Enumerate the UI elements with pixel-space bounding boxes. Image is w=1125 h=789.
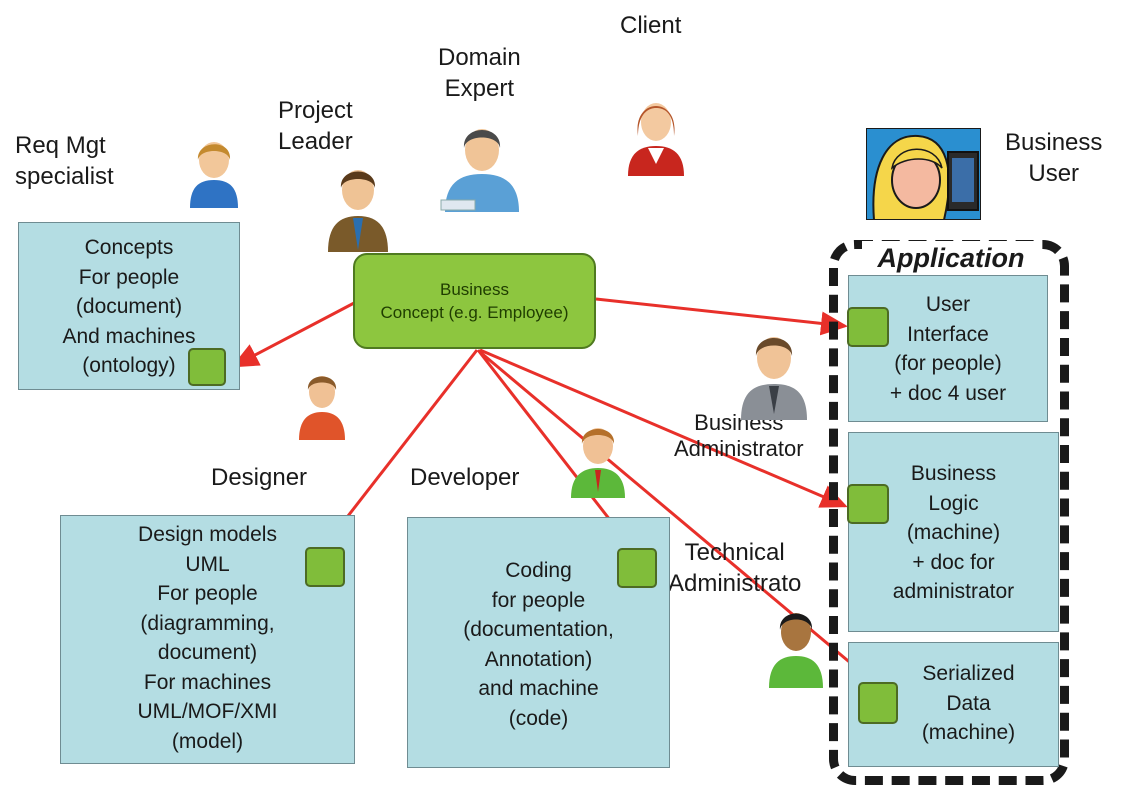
business-logic-port — [847, 484, 889, 524]
role-domain-expert: Domain Expert — [438, 44, 521, 102]
arrow-to-coding — [476, 349, 633, 550]
design-models-text: Design models UML For people (diagrammin… — [137, 523, 278, 753]
user-interface-text: User Interface (for people) + doc 4 user — [889, 293, 1007, 405]
arrow-to-ui — [595, 297, 848, 336]
user-interface-port — [847, 307, 889, 347]
developer-person-icon — [571, 428, 625, 498]
role-developer: Developer — [410, 464, 520, 491]
concepts-port — [188, 348, 226, 386]
role-req-mgt-specialist: Req Mgt specialist — [15, 132, 114, 190]
business-user-comic-icon — [866, 128, 981, 220]
design-port — [305, 547, 345, 587]
business-administrator-person-icon — [741, 337, 807, 420]
business-concept-text: Business Concept (e.g. Employee) — [380, 280, 569, 322]
domain-expert-person-icon — [440, 129, 519, 212]
role-business-administrator: Business Administrator — [674, 410, 804, 461]
designer-person-icon — [299, 376, 345, 440]
business-concept-node: Business Concept (e.g. Employee) — [353, 253, 596, 349]
serialized-data-port — [858, 682, 898, 724]
req-mgt-person-icon — [190, 142, 238, 208]
role-designer: Designer — [211, 464, 308, 491]
role-client: Client — [620, 12, 682, 39]
concepts-text: Concepts For people (document) And machi… — [62, 236, 196, 377]
client-person-icon — [628, 103, 684, 176]
role-project-leader: Project Leader — [278, 97, 353, 155]
role-technical-administrator: Technical Administrato — [668, 539, 802, 597]
user-interface-box: User Interface (for people) + doc 4 user — [848, 275, 1048, 422]
arrow-to-design — [325, 349, 479, 546]
business-logic-text: Business Logic (machine) + doc for admin… — [892, 462, 1015, 603]
serialized-data-text: Serialized Data (machine) — [921, 662, 1016, 744]
business-logic-box: Business Logic (machine) + doc for admin… — [848, 432, 1059, 632]
arrow-to-concepts — [231, 300, 357, 368]
technical-administrator-person-icon — [769, 613, 823, 688]
role-business-user: Business User — [1005, 129, 1103, 187]
coding-port — [617, 548, 657, 588]
project-leader-person-icon — [328, 170, 388, 252]
arrow-to-logic — [479, 348, 848, 508]
arrow-to-data — [479, 350, 881, 688]
application-title: Application — [862, 241, 1040, 275]
coding-text: Coding for people (documentation, Annota… — [463, 559, 614, 730]
